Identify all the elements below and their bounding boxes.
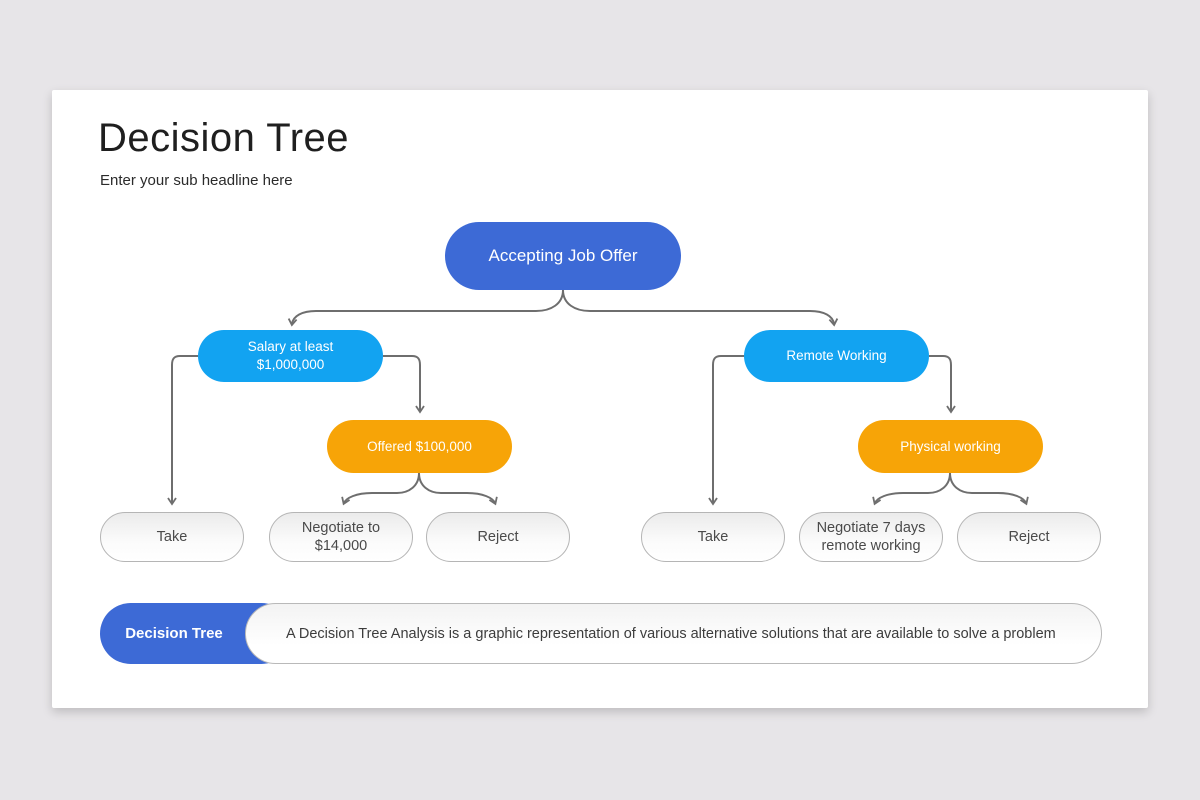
leaf-negotiate-right-label: Negotiate 7 days remote working (816, 519, 926, 554)
node-condition-offered-label: Offered $100,000 (367, 439, 472, 454)
node-condition-salary: Salary at least $1,000,000 (198, 330, 383, 382)
leaf-reject-left-label: Reject (477, 528, 519, 545)
leaf-take-left: Take (100, 512, 244, 562)
leaf-negotiate-left-label: Negotiate to $14,000 (301, 519, 381, 554)
leaf-reject-left: Reject (426, 512, 570, 562)
node-condition-offered: Offered $100,000 (327, 420, 512, 473)
leaf-take-right-label: Take (697, 528, 729, 545)
footer-description: A Decision Tree Analysis is a graphic re… (286, 625, 1056, 642)
node-condition-physical-label: Physical working (900, 439, 1001, 454)
node-root: Accepting Job Offer (445, 222, 681, 290)
node-condition-salary-label: Salary at least $1,000,000 (247, 338, 334, 372)
leaf-take-right: Take (641, 512, 785, 562)
leaf-negotiate-right: Negotiate 7 days remote working (799, 512, 943, 562)
leaf-negotiate-left: Negotiate to $14,000 (269, 512, 413, 562)
node-condition-physical: Physical working (858, 420, 1043, 473)
footer-description-pill: A Decision Tree Analysis is a graphic re… (245, 603, 1102, 664)
leaf-take-left-label: Take (156, 528, 188, 545)
page-subtitle: Enter your sub headline here (100, 172, 293, 189)
node-condition-remote: Remote Working (744, 330, 929, 382)
node-root-label: Accepting Job Offer (488, 246, 638, 265)
page-title: Decision Tree (98, 116, 350, 160)
leaf-reject-right: Reject (957, 512, 1101, 562)
leaf-reject-right-label: Reject (1008, 528, 1050, 545)
footer-label: Decision Tree (125, 625, 223, 642)
node-condition-remote-label: Remote Working (786, 347, 887, 363)
